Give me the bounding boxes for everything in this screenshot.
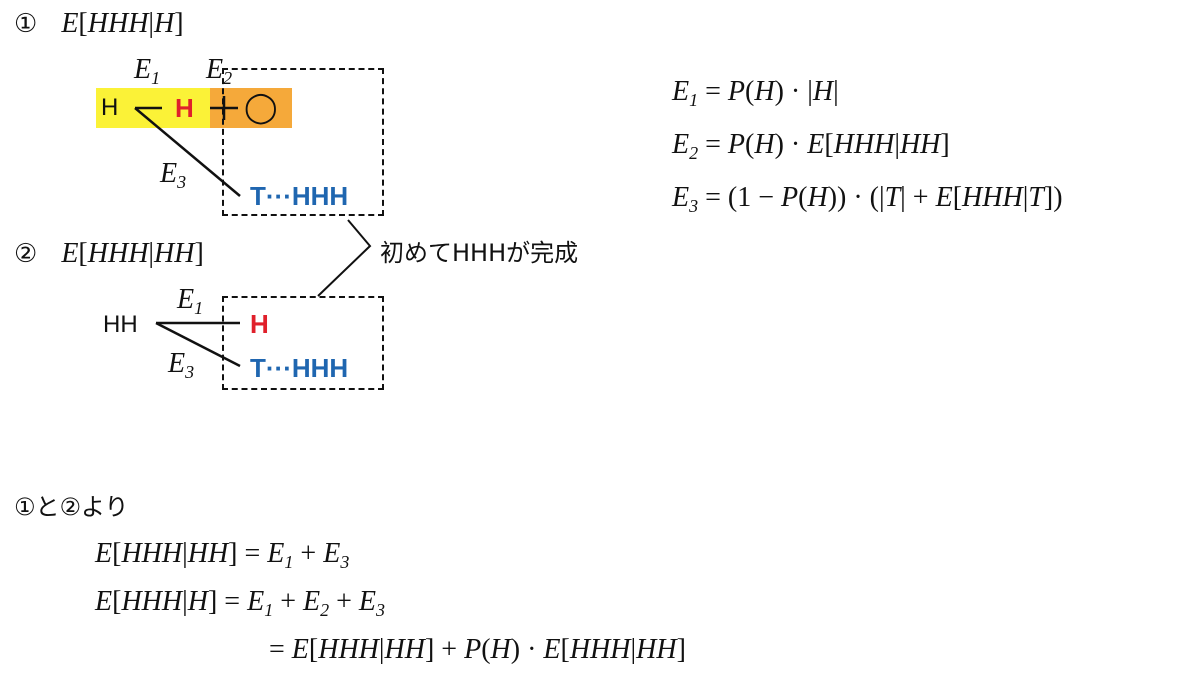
conclusion-line1: E[HHH|HH] = E1 + E3 bbox=[95, 538, 350, 572]
section1-title: E[HHH|H] bbox=[61, 8, 184, 39]
s1-label-e2: E2 bbox=[206, 54, 233, 88]
section2-title: E[HHH|HH] bbox=[61, 238, 204, 269]
s1-label-e1: E1 bbox=[134, 54, 161, 88]
definition-e2: E2 = P(H) · E[HHH|HH] bbox=[672, 129, 950, 163]
dashed-box-section1 bbox=[222, 68, 384, 216]
s2-node-start: HH bbox=[103, 311, 138, 338]
dashed-box-section2 bbox=[222, 296, 384, 390]
edge3-line-s1 bbox=[134, 107, 241, 197]
conclusion-heading: ①と②より bbox=[14, 493, 129, 521]
section1-marker: ① bbox=[14, 9, 38, 39]
s2-node-t: T···HHH bbox=[250, 353, 349, 383]
s2-label-e3: E3 bbox=[168, 348, 195, 382]
definition-e3: E3 = (1 − P(H)) · (|T| + E[HHH|T]) bbox=[672, 182, 1063, 216]
annotation-text: 初めてHHHが完成 bbox=[380, 239, 579, 267]
conclusion-line2: E[HHH|H] = E1 + E2 + E3 bbox=[95, 586, 385, 620]
s2-label-e1: E1 bbox=[177, 284, 204, 318]
s1-node-h: H bbox=[175, 93, 194, 123]
s1-label-e3: E3 bbox=[160, 158, 187, 192]
section1-header: ① E[HHH|H] bbox=[14, 10, 184, 38]
s2-node-h: H bbox=[250, 309, 269, 339]
section2-header: ② E[HHH|HH] bbox=[14, 240, 204, 268]
definition-e1: E1 = P(H) · |H| bbox=[672, 76, 839, 110]
annotation-bracket bbox=[317, 219, 372, 297]
s1-node-start: H bbox=[101, 94, 119, 121]
s1-node-circle: ◯ bbox=[244, 90, 278, 125]
section2-marker: ② bbox=[14, 239, 38, 269]
conclusion-line3: = E[HHH|HH] + P(H) · E[HHH|HH] bbox=[269, 634, 686, 665]
s1-node-t: T···HHH bbox=[250, 181, 349, 211]
edge3-line-s2 bbox=[155, 321, 241, 368]
